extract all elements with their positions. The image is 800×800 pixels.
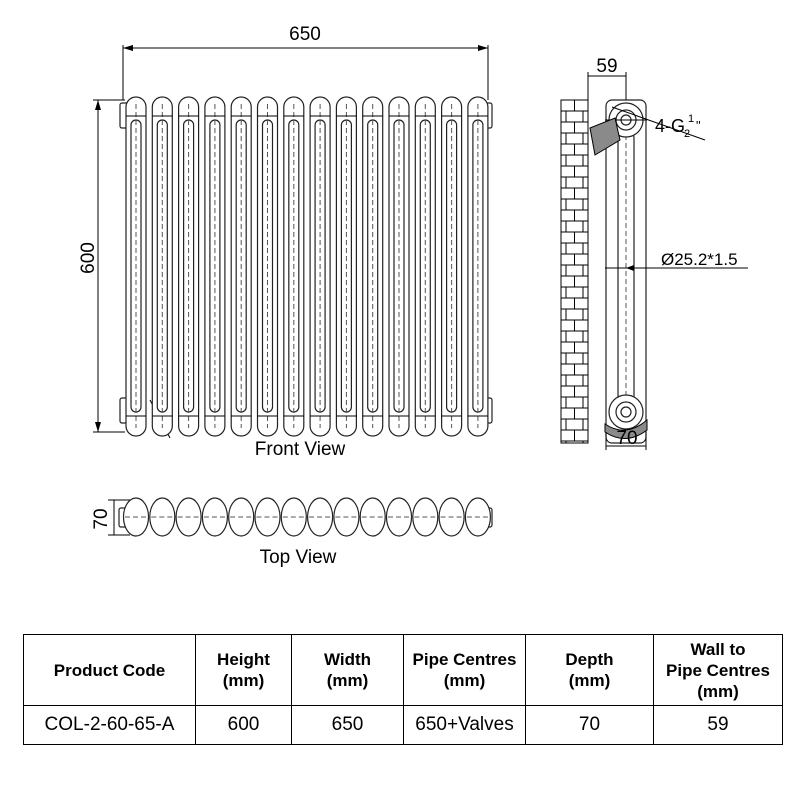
front-column [467,96,489,437]
top-column [122,497,150,537]
spec-header-line: Pipe Centres [666,660,770,680]
side-depth-label: 70 [616,428,637,449]
front-columns [125,96,489,437]
front-column [256,96,279,437]
top-view-caption: Top View [260,547,337,568]
spec-header-2: Width (mm) [291,634,404,706]
front-view-caption: Front View [255,439,346,460]
spec-header-line: Depth [565,650,614,669]
front-column [125,96,147,437]
spec-cell: 59 [653,705,783,745]
front-column [388,96,410,437]
top-column [359,497,386,537]
front-width-label: 650 [289,24,321,45]
front-column [283,96,305,437]
spec-header-line: Height [217,650,270,669]
wall-bricks [561,99,588,443]
front-column [441,96,463,437]
connection-fraction-num: 1 [688,113,694,125]
spec-header-line: Width [323,650,372,669]
top-column [149,497,176,537]
connection-callout: 4-G 1 2 " [611,106,706,141]
spec-cell: 70 [525,705,654,745]
front-column [362,96,384,437]
front-column [204,96,226,437]
spec-header-line: (mm) [568,671,611,690]
wall [560,99,589,444]
radiator-side-section [589,99,648,444]
spec-header-line: Pipe Centres [412,650,517,669]
top-column [464,497,491,537]
side-view: 59 4-G 1 2 " [560,56,748,450]
tube-diameter-label: Ø25.2*1.5 [661,250,738,269]
spec-cell: 600 [195,705,292,745]
top-column [385,497,413,537]
top-column [412,497,439,537]
front-column [178,96,200,437]
top-column [228,497,255,537]
front-column [309,96,331,437]
top-depth-dimension: 70 [91,499,130,536]
spec-cell: COL-2-60-65-A [23,705,196,745]
top-column [175,497,202,537]
tube-diameter-callout: Ø25.2*1.5 [605,250,748,271]
spec-cell: 650+Valves [403,705,526,745]
top-column [280,497,307,537]
spec-header-3: Pipe Centres (mm) [403,634,526,706]
spec-cell: 650 [291,705,404,745]
front-view: 650 600 Front View [78,24,493,460]
connection-suffix: " [696,118,701,133]
spec-header-4: Depth (mm) [525,634,654,706]
front-height-dimension: 600 [78,99,125,433]
spec-header-line: (mm) [697,681,739,701]
connection-label: 4-G [655,116,685,136]
spec-header-line: (mm) [443,671,486,690]
top-view: 70 Top View [91,497,493,568]
top-column [254,497,281,537]
side-wall-dim-label: 59 [596,56,617,77]
top-column [438,497,465,537]
front-column [414,96,436,437]
front-column [335,96,357,437]
front-width-dimension: 650 [122,24,489,100]
spec-header-line: (mm) [326,671,369,690]
spec-header-line: (mm) [222,671,265,690]
top-depth-label: 70 [91,508,112,529]
front-column [230,96,252,437]
top-column [333,497,360,537]
spec-header-line: Product Code [53,660,166,680]
spec-header-1: Height (mm) [195,634,292,706]
front-valves [119,102,493,439]
spec-header-0: Product Code [23,634,196,706]
front-height-label: 600 [78,242,99,274]
spec-header-line: Wall to [690,639,746,659]
top-columns [122,497,491,537]
top-column [201,497,228,537]
technical-drawing: 650 600 Front View 70 [78,24,748,568]
side-depth-dimension: 70 [605,428,647,450]
front-column [151,96,173,437]
top-column [307,497,334,537]
connection-fraction-den: 2 [684,128,690,140]
